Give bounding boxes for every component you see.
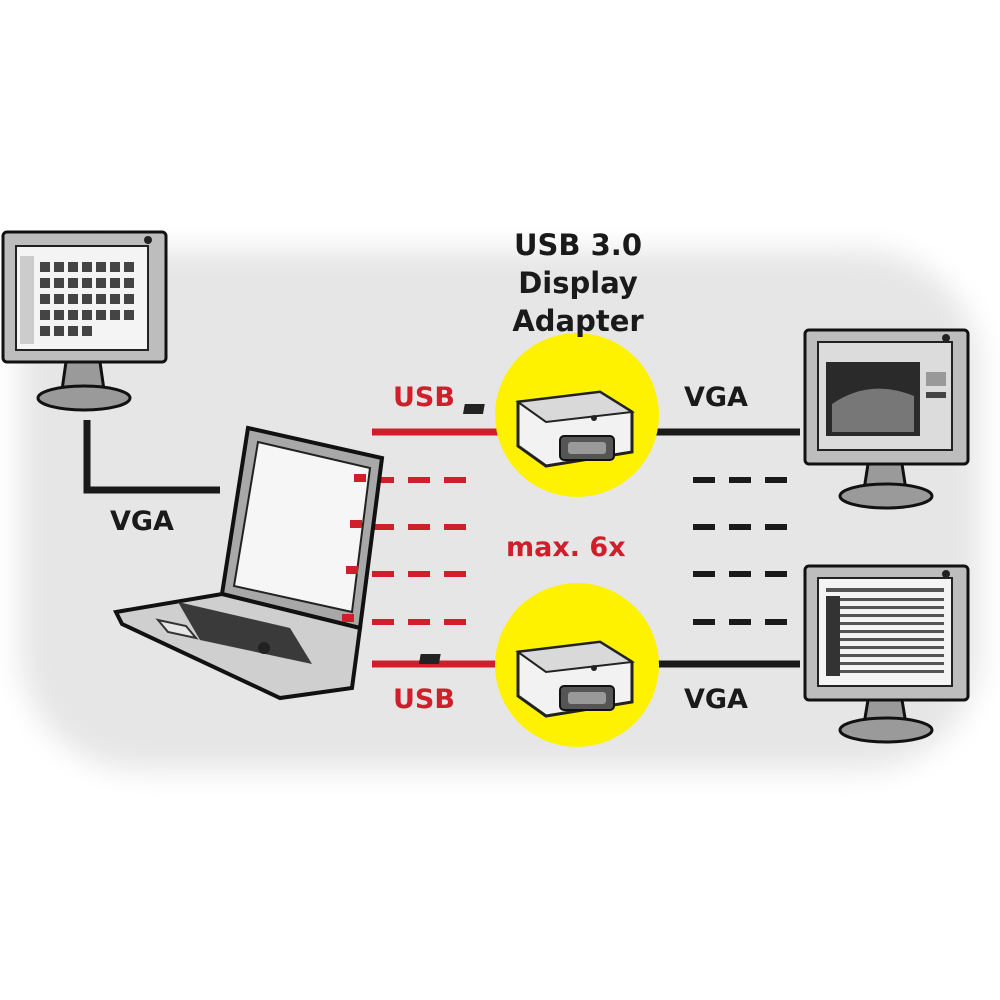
vga-cable-left — [83, 420, 220, 494]
monitor-right-bottom — [803, 564, 970, 744]
title-line-2: Display — [518, 266, 638, 300]
label-vga-bottom-right: VGA — [684, 684, 748, 715]
usb-dashes — [372, 477, 466, 625]
monitor-left — [1, 230, 168, 412]
title-line-3: Adapter — [512, 304, 644, 338]
label-vga-top-right: VGA — [684, 382, 748, 413]
adapter-top — [463, 333, 659, 497]
diagram-title: USB 3.0 Display Adapter — [470, 226, 686, 340]
label-vga-left: VGA — [110, 506, 174, 537]
monitor-right-top — [803, 328, 970, 510]
label-usb-bottom: USB — [393, 684, 455, 715]
title-line-1: USB 3.0 — [513, 228, 642, 262]
label-usb-top: USB — [393, 382, 455, 413]
vga-dashes — [693, 477, 790, 625]
laptop — [113, 425, 385, 701]
label-max-adapters: max. 6x — [506, 532, 626, 563]
adapter-bottom — [418, 583, 659, 747]
